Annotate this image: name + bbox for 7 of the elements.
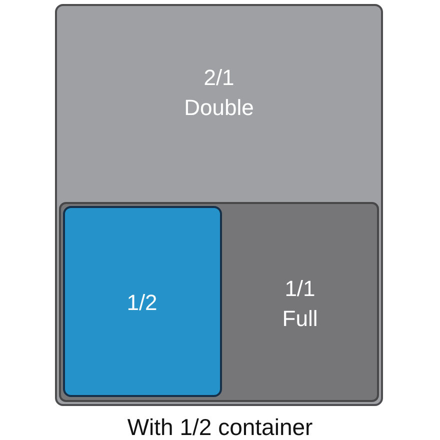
size-label: 1/2 — [126, 289, 158, 317]
size-label: 1/1 Full — [282, 275, 318, 333]
container-box — [59, 202, 379, 402]
container-box — [55, 4, 383, 406]
size-label: 2/1 Double — [184, 64, 254, 122]
container-box — [63, 206, 222, 397]
caption: With 1/2 container — [127, 413, 313, 440]
